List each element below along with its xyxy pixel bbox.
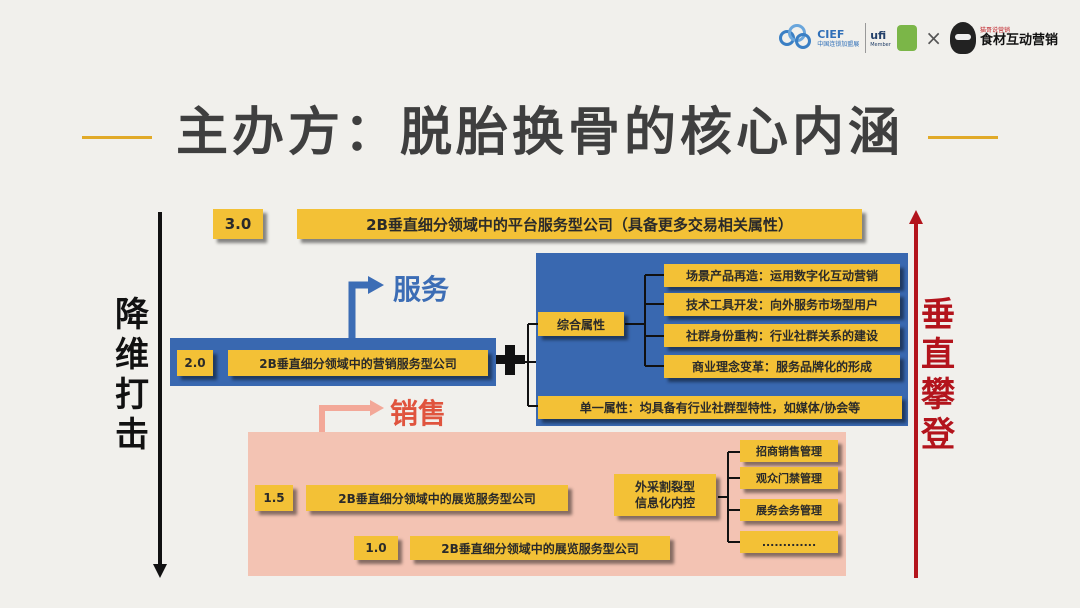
- collab-separator: ×: [925, 26, 942, 50]
- outsource-line-2: 信息化内控: [634, 496, 695, 510]
- brand-main-text: 食材互动营销: [979, 33, 1058, 49]
- attr-item-1: 场景产品再造：运用数字化互动营销: [664, 264, 900, 287]
- mgmt-item-4: .............: [740, 531, 838, 553]
- header-logos: CIEF 中国连锁加盟展 ufi Member × 猫哥说营销 食材互动营销: [779, 18, 1058, 58]
- level-10-number: 1.0: [354, 536, 398, 560]
- attr-item-3: 社群身份重构：行业社群关系的建设: [664, 324, 900, 347]
- mgmt-item-2: 观众门禁管理: [740, 467, 838, 489]
- right-axis-label: 垂直攀登: [921, 295, 955, 455]
- brand-logo: 猫哥说营销 食材互动营销: [949, 22, 1058, 54]
- single-attr-box: 单一属性：均具备有行业社群型特性，如媒体/协会等: [538, 396, 902, 419]
- title-rule-left: [82, 136, 152, 139]
- outsource-box: 外采割裂型 信息化内控: [614, 474, 716, 516]
- page-title: 主办方：脱胎换骨的核心内涵: [0, 101, 1080, 165]
- level-30-description: 2B垂直细分领域中的平台服务型公司（具备更多交易相关属性）: [297, 209, 862, 239]
- level-15-number: 1.5: [255, 485, 293, 511]
- ufi-logo: ufi Member: [865, 23, 891, 53]
- attr-item-2: 技术工具开发：向外服务市场型用户: [664, 293, 900, 316]
- brand-small-text: 猫哥说营销: [979, 27, 1010, 35]
- ufi-sub: Member: [870, 41, 891, 48]
- left-axis-arrow: [153, 212, 167, 578]
- mgmt-item-1: 招商销售管理: [740, 440, 838, 462]
- left-axis-label: 降维打击: [115, 295, 149, 455]
- sales-label: 销售: [390, 397, 447, 430]
- plus-icon-20: [495, 345, 525, 375]
- green-badge-icon: [897, 25, 918, 51]
- level-20-description: 2B垂直细分领域中的营销服务型公司: [228, 350, 488, 376]
- title-rule-right: [928, 136, 998, 139]
- cief-name: CIEF: [817, 27, 845, 41]
- level-10-description: 2B垂直细分领域中的展览服务型公司: [410, 536, 670, 560]
- cief-mark-icon: [779, 24, 813, 52]
- attr-item-4: 商业理念变革：服务品牌化的形成: [664, 355, 900, 378]
- level-15-description: 2B垂直细分领域中的展览服务型公司: [306, 485, 568, 511]
- right-axis-arrow: [909, 210, 923, 578]
- level-20-number: 2.0: [177, 350, 213, 376]
- portrait-icon: [949, 22, 976, 54]
- level-30-number: 3.0: [213, 209, 263, 239]
- sales-arrow: [319, 400, 384, 432]
- service-label: 服务: [393, 273, 450, 306]
- cief-subtitle: 中国连锁加盟展: [817, 40, 860, 48]
- cief-logo: CIEF 中国连锁加盟展: [779, 24, 859, 52]
- mgmt-item-3: 展务会务管理: [740, 499, 838, 521]
- service-arrow: [348, 276, 384, 338]
- ufi-name: ufi: [870, 28, 887, 42]
- outsource-line-1: 外采割裂型: [634, 480, 695, 494]
- composite-attr-label: 综合属性: [538, 312, 624, 336]
